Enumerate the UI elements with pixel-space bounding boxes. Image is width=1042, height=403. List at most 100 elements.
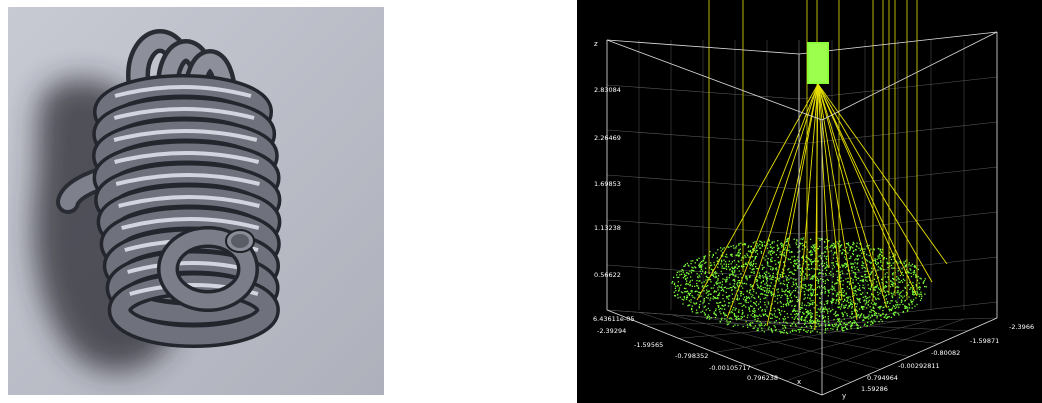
data-point	[914, 305, 916, 307]
data-point	[740, 242, 742, 244]
data-point	[788, 279, 790, 281]
data-point	[720, 301, 722, 303]
data-point	[811, 276, 813, 278]
data-point	[727, 246, 729, 248]
data-point	[696, 309, 698, 311]
data-point	[801, 307, 804, 309]
data-point	[723, 267, 725, 269]
data-point	[885, 286, 888, 288]
coil-render-panel	[8, 7, 384, 395]
data-point	[726, 321, 728, 323]
data-point	[835, 311, 837, 313]
data-point	[902, 274, 904, 276]
data-point	[771, 276, 773, 278]
data-point	[697, 276, 699, 278]
data-point	[914, 266, 916, 268]
data-point	[770, 328, 772, 330]
data-point	[738, 265, 740, 267]
data-point	[716, 281, 718, 283]
data-point	[706, 316, 708, 318]
data-point	[722, 255, 724, 257]
data-point	[836, 314, 838, 317]
data-point	[766, 280, 768, 282]
data-point	[787, 287, 789, 289]
data-point	[764, 323, 767, 326]
data-point	[749, 263, 751, 265]
data-point	[834, 289, 836, 292]
data-point	[811, 253, 813, 256]
data-point	[746, 290, 748, 293]
data-point	[843, 330, 845, 332]
data-point	[734, 315, 736, 317]
data-point	[904, 272, 907, 274]
data-point	[691, 266, 693, 268]
data-point	[874, 258, 876, 260]
data-point	[849, 283, 851, 285]
data-point	[689, 281, 691, 284]
data-point	[824, 280, 826, 282]
data-point	[882, 306, 884, 309]
data-point	[816, 286, 818, 288]
data-point	[775, 254, 777, 256]
data-point	[717, 302, 719, 304]
data-point	[826, 278, 828, 281]
data-point	[873, 307, 875, 309]
data-point	[764, 283, 766, 285]
data-point	[744, 243, 746, 245]
data-point	[750, 261, 753, 263]
data-point	[690, 263, 692, 265]
data-point	[756, 315, 758, 317]
data-point	[846, 323, 848, 325]
data-point	[880, 251, 882, 253]
data-point	[873, 314, 876, 316]
data-point	[799, 264, 801, 266]
data-point	[863, 300, 865, 302]
data-point	[686, 277, 689, 279]
data-point	[723, 259, 725, 261]
data-point	[753, 271, 755, 273]
data-point	[784, 247, 787, 249]
data-point	[806, 314, 808, 316]
data-point	[774, 315, 776, 317]
data-point	[749, 276, 751, 278]
data-point	[692, 270, 694, 272]
data-point	[732, 307, 735, 309]
data-point	[900, 299, 903, 301]
data-point	[724, 267, 726, 270]
data-point	[802, 271, 804, 273]
data-point	[838, 246, 841, 248]
data-point	[679, 296, 681, 298]
data-point	[846, 265, 848, 267]
data-point	[882, 312, 884, 315]
data-point	[837, 279, 839, 282]
data-point	[727, 305, 730, 307]
data-point	[759, 314, 761, 316]
data-point	[782, 318, 784, 320]
data-point	[806, 304, 808, 307]
data-point	[781, 244, 783, 247]
data-point	[869, 261, 871, 263]
data-point	[899, 281, 901, 283]
data-point	[686, 290, 689, 293]
data-point	[768, 250, 770, 252]
data-point	[798, 329, 800, 331]
data-point	[767, 262, 769, 264]
data-point	[757, 328, 759, 330]
data-point	[744, 263, 746, 265]
data-point	[856, 303, 858, 305]
data-point	[768, 287, 770, 290]
data-point	[745, 321, 747, 323]
data-point	[731, 318, 733, 320]
data-point	[763, 325, 766, 327]
data-point	[810, 311, 812, 314]
data-point	[863, 252, 865, 255]
data-point	[797, 291, 799, 293]
data-point	[748, 308, 750, 311]
data-point	[852, 247, 854, 249]
y-tick-label: -0.80082	[931, 349, 960, 357]
data-point	[688, 294, 691, 296]
data-point	[789, 271, 791, 273]
data-point	[728, 298, 730, 300]
data-point	[887, 301, 889, 303]
data-point	[757, 284, 759, 287]
